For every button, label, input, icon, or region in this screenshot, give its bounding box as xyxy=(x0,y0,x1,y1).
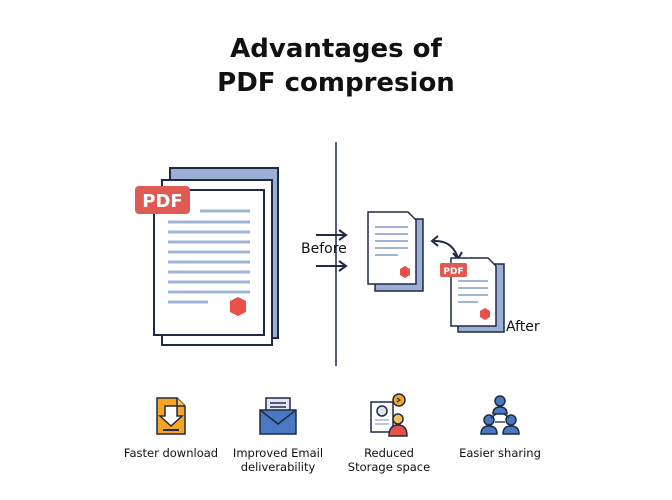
benefit-email: Improved Email deliverability xyxy=(208,392,348,474)
large-pdf-document xyxy=(153,167,279,346)
svg-text:PDF: PDF xyxy=(142,191,182,212)
pdf-badge-large: PDF xyxy=(135,186,190,214)
title-line-1: Advantages of xyxy=(230,34,442,64)
sharing-people-icon xyxy=(480,395,520,435)
storage-person-icon xyxy=(370,393,408,437)
benefit-faster-download: Faster download xyxy=(101,392,241,460)
download-folder-icon xyxy=(156,397,186,435)
title-line-2: PDF compresion xyxy=(217,68,455,98)
svg-text:PDF: PDF xyxy=(443,267,463,277)
compressed-document xyxy=(367,211,424,292)
benefit-sharing: Easier sharing xyxy=(430,392,570,460)
arrow-icons xyxy=(316,229,348,272)
page-title: Advantages of PDF compresion xyxy=(0,32,672,100)
before-label: Before xyxy=(301,241,347,257)
after-label: After xyxy=(506,319,540,335)
pdf-badge-small: PDF xyxy=(440,263,467,277)
benefit-caption: Faster download xyxy=(123,446,219,460)
benefit-caption: Reduced Storage space xyxy=(347,446,431,474)
benefit-caption: Improved Email deliverability xyxy=(232,446,324,474)
email-envelope-icon xyxy=(259,397,297,435)
curved-arrow-icon xyxy=(430,235,463,261)
seal-icon xyxy=(230,297,246,316)
benefit-caption: Easier sharing xyxy=(459,446,541,460)
benefit-storage: Reduced Storage space xyxy=(319,392,459,474)
